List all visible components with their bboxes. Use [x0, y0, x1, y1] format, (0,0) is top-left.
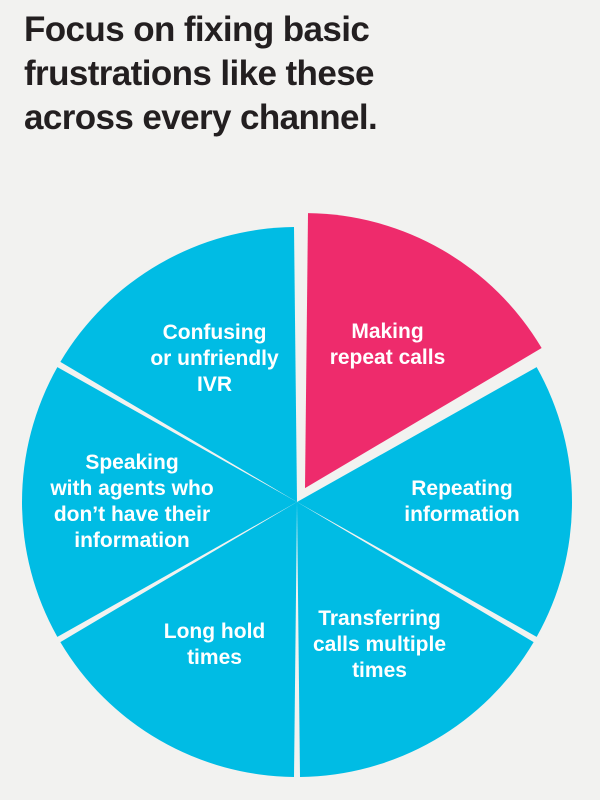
pie-slice-label-long-hold-times: Long hold times	[164, 619, 265, 668]
pie-slice-making-repeat-calls[interactable]	[305, 213, 542, 489]
pie-slice-label-making-repeat-calls: Making repeat calls	[330, 320, 446, 369]
pie-slice-speaking-with-agents-who-don-t-have-their-[interactable]	[22, 367, 297, 637]
pie-slice-label-line: with agents who	[49, 477, 213, 500]
pie-slice-label-transferring-calls-multiple-times: Transferring calls multiple times	[313, 606, 446, 681]
pie-slice-label-line: repeat calls	[330, 346, 446, 369]
pie-slice-label-line: calls multiple	[313, 632, 446, 655]
pie-slice-repeating-information[interactable]	[297, 367, 572, 637]
pie-slice-label-line: times	[187, 645, 242, 668]
pie-slice-label-line: or unfriendly	[150, 347, 279, 370]
pie-slice-transferring-calls-multiple-times[interactable]	[297, 502, 534, 777]
pie-slice-label-repeating-information: Repeating information	[404, 477, 520, 526]
pie-slice-label-line: information	[74, 529, 190, 552]
pie-slice-label-line: times	[352, 658, 407, 681]
pie-slice-confusing-or-unfriendly-ivr[interactable]	[60, 227, 297, 502]
pie-slice-label-speaking-with-agents-who-don-t-have-their-: Speaking with agents who don’t have their i…	[49, 451, 213, 552]
pie-slice-label-line: don’t have their	[54, 503, 210, 526]
pie-slice-label-line: Transferring	[318, 606, 441, 629]
pie-slice-label-line: Confusing	[163, 321, 267, 344]
pie-slice-label-line: Speaking	[85, 451, 178, 474]
pie-slice-long-hold-times[interactable]	[60, 502, 297, 777]
page-title: Focus on fixing basic frustrations like …	[24, 10, 378, 137]
pie-slice-label-line: Making	[351, 320, 423, 343]
pie-slice-label-line: Long hold	[164, 619, 265, 642]
pie-slice-label-line: Repeating	[411, 477, 513, 500]
pie-slice-label-line: information	[404, 503, 520, 526]
pie-slices-group	[22, 213, 572, 777]
pie-slice-label-line: IVR	[197, 373, 232, 396]
